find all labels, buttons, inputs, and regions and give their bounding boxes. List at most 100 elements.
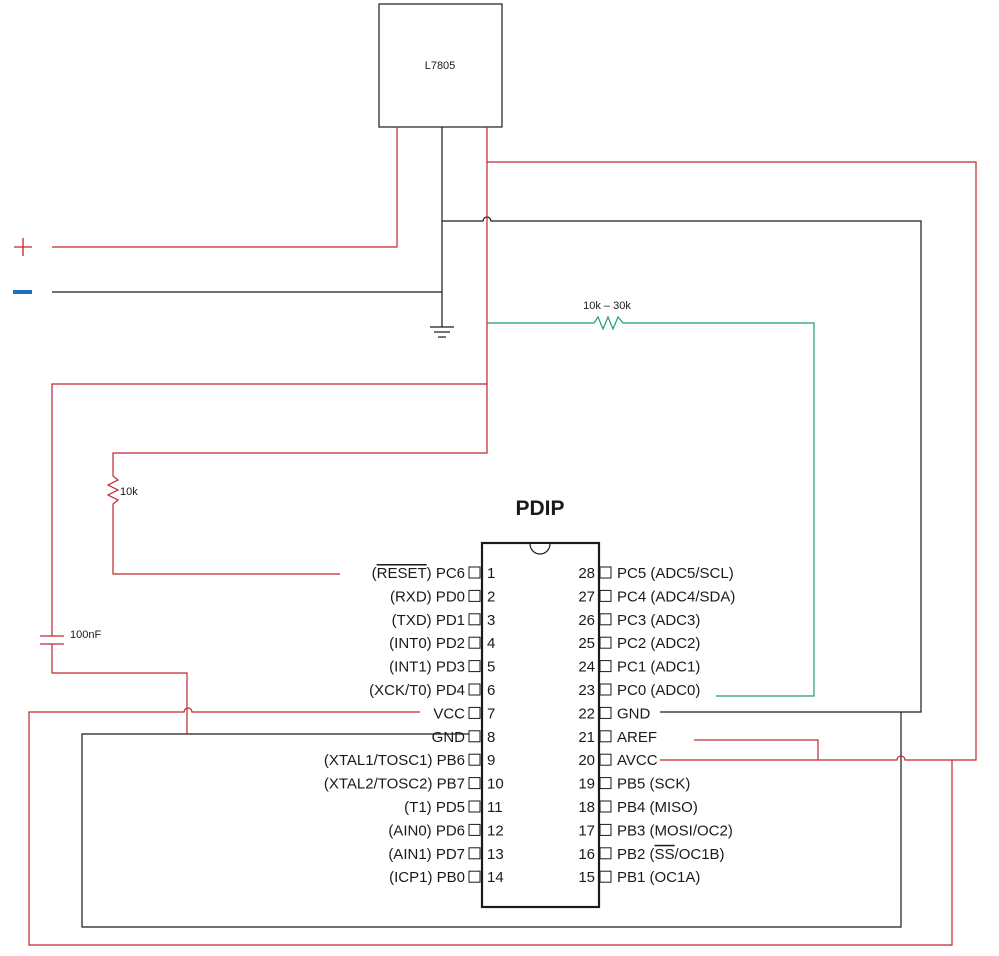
pin-label-post: ) PC6: [427, 565, 465, 582]
pin-label-post: /OC1B): [675, 846, 725, 863]
reset-resistor-zigzag: [106, 470, 340, 575]
pin-label-pre: (: [372, 565, 377, 582]
vcc-loop-wire: [28, 707, 953, 946]
pin-18: 18 PB4 (MISO): [578, 799, 698, 816]
pin-label: GND: [617, 705, 651, 722]
capacitor-label: 100nF: [70, 629, 101, 641]
pin-label: VCC: [433, 705, 465, 722]
input-positive-wire: [52, 127, 398, 248]
pin-label: PB1 (OC1A): [617, 869, 700, 886]
pin-label: (INT1) PD3: [389, 659, 465, 676]
pin-pad: [468, 800, 481, 813]
ground-symbol: [430, 326, 454, 338]
pin-pad: [599, 753, 612, 766]
pin-pad: [599, 660, 612, 673]
pin-number: 3: [487, 612, 495, 629]
pin-number: 17: [578, 822, 595, 839]
pin-label: PC4 (ADC4/SDA): [617, 588, 735, 605]
pin-number: 15: [578, 869, 595, 886]
pin-pad: [599, 613, 612, 626]
pin-pad: [599, 800, 612, 813]
pin-number: 18: [578, 799, 595, 816]
pin-label-pre: (INT1) PD3: [389, 659, 465, 676]
pin-label-pre: PC3 (ADC3): [617, 612, 700, 629]
pin-label-pre: (XCK/T0) PD4: [369, 682, 465, 699]
adc-potentiometer: 10k – 30k: [487, 300, 815, 697]
pin-number: 6: [487, 682, 495, 699]
pin-pad: [468, 613, 481, 626]
pin-label: (T1) PD5: [404, 799, 465, 816]
pin-label-pre: (ICP1) PB0: [389, 869, 465, 886]
pin-label: (AIN0) PD6: [388, 822, 465, 839]
reset-resistor: 10k: [106, 470, 340, 575]
pin-pad: [468, 823, 481, 836]
vout-rail-to-capacitor: [51, 383, 487, 636]
pin-label-pre: PB4 (MISO): [617, 799, 698, 816]
pin-number: 27: [578, 588, 595, 605]
pin-label-pre: (T1) PD5: [404, 799, 465, 816]
pin-label-pre: AREF: [617, 729, 657, 746]
pin-number: 20: [578, 752, 595, 769]
pin-label: (ICP1) PB0: [389, 869, 465, 886]
pin-24: 24 PC1 (ADC1): [578, 659, 700, 676]
pin-pad: [599, 636, 612, 649]
pin-pad: [468, 706, 481, 719]
pin-pad: [468, 589, 481, 602]
pin-pad: [599, 706, 612, 719]
pin-pad: [599, 870, 612, 883]
l7805-regulator: L7805: [378, 3, 503, 128]
chip-notch: [529, 543, 551, 555]
pin-8: GND 8: [432, 729, 496, 746]
pin-label: PC2 (ADC2): [617, 635, 700, 652]
pin-pad: [599, 847, 612, 860]
pin-pad: [599, 566, 612, 579]
pin-number: 22: [578, 705, 595, 722]
pin-label-pre: (AIN1) PD7: [388, 846, 465, 863]
pin-label-pre: PB2 (: [617, 846, 655, 863]
pin-number: 9: [487, 752, 495, 769]
pin-label: (XCK/T0) PD4: [369, 682, 465, 699]
pin-label: GND: [432, 729, 466, 746]
regulator-body: [378, 3, 503, 128]
pin-pad: [599, 730, 612, 743]
pin-label-pre: (TXD) PD1: [392, 612, 465, 629]
pin-label-pre: GND: [432, 729, 466, 746]
pin-label: PB5 (SCK): [617, 776, 690, 793]
pin-number: 25: [578, 635, 595, 652]
pin-number: 14: [487, 869, 504, 886]
pin-number: 23: [578, 682, 595, 699]
pin-label-pre: PC4 (ADC4/SDA): [617, 588, 735, 605]
pin-pad: [468, 870, 481, 883]
pin-number: 8: [487, 729, 495, 746]
pin-pad: [468, 777, 481, 790]
pin-26: 26 PC3 (ADC3): [578, 612, 700, 629]
pin-27: 27 PC4 (ADC4/SDA): [578, 588, 735, 605]
pin-22: 22 GND: [578, 705, 650, 722]
pin-label-pre: PB3 (MOSI/OC2): [617, 822, 733, 839]
pin-6: (XCK/T0) PD4 6: [369, 682, 495, 699]
pin-15: 15 PB1 (OC1A): [578, 869, 700, 886]
capacitor-to-gnd-wire: [51, 644, 188, 734]
pin-label: PC5 (ADC5/SCL): [617, 565, 734, 582]
plus-terminal: [14, 238, 32, 256]
reset-resistor-label: 10k: [120, 486, 138, 498]
pin-label-pre: PC1 (ADC1): [617, 659, 700, 676]
pin-label-pre: PC5 (ADC5/SCL): [617, 565, 734, 582]
ground-rail-to-pin22: [442, 216, 922, 713]
pin-number: 26: [578, 612, 595, 629]
pin-number: 11: [487, 799, 503, 816]
pin-number: 24: [578, 659, 595, 676]
pin-number: 16: [578, 846, 595, 863]
pin-label-pre: (XTAL2/TOSC2) PB7: [324, 776, 465, 793]
